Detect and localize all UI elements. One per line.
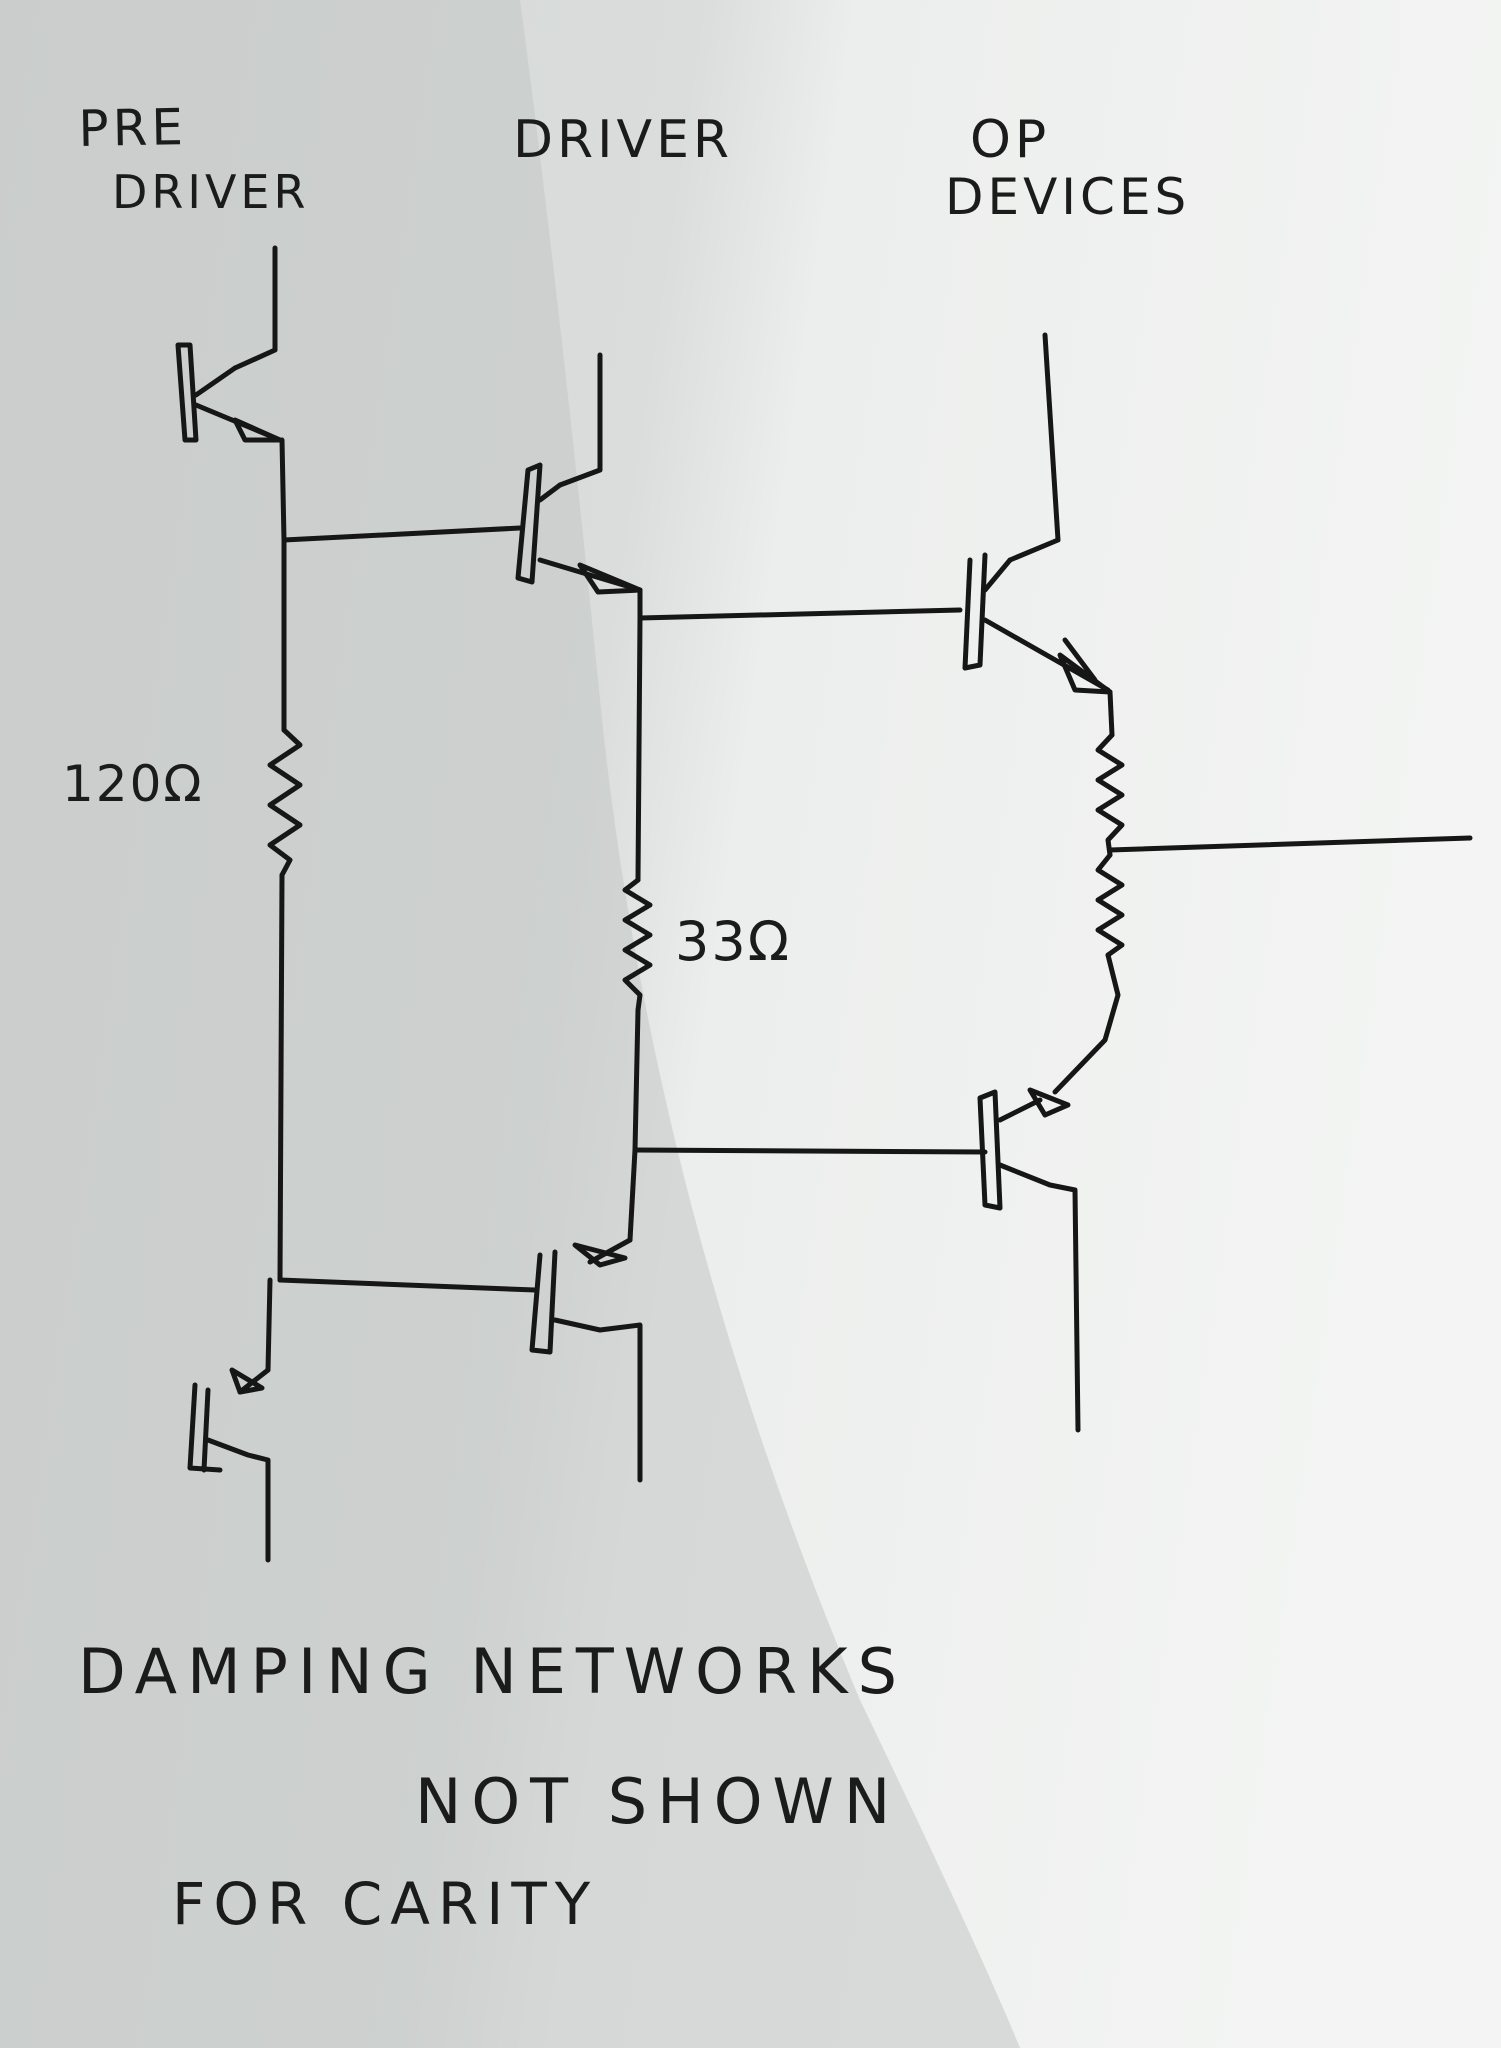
- note-line-1: DAMPING NETWORKS: [78, 1635, 907, 1708]
- pre-driver-lower-transistor: [187, 1367, 271, 1563]
- pre-driver-upper-transistor: [175, 245, 283, 443]
- pre-driver-label-line1: PRE: [78, 98, 188, 158]
- driver-upper-transistor: [515, 352, 643, 595]
- pre-driver-rail: [265, 437, 538, 1373]
- pre-driver-label-line2: DRIVER: [112, 165, 310, 219]
- note-line-2: NOT SHOWN: [415, 1765, 901, 1838]
- op-devices-label-line2: DEVICES: [945, 168, 1191, 226]
- shadow-region: [0, 0, 1020, 2048]
- driver-lower-transistor: [529, 1237, 643, 1483]
- driver-rail: [622, 587, 988, 1243]
- output-emitter-resistors: [1052, 689, 1473, 1095]
- op-devices-label-line1: OP: [970, 110, 1051, 170]
- resistor-120-label: 120Ω: [62, 755, 204, 813]
- output-lower-transistor: [977, 1087, 1081, 1433]
- resistor-33-label: 33Ω: [675, 910, 791, 973]
- driver-label: DRIVER: [513, 110, 734, 170]
- output-upper-transistor: [962, 332, 1113, 695]
- note-line-3: FOR CARITY: [172, 1870, 599, 1938]
